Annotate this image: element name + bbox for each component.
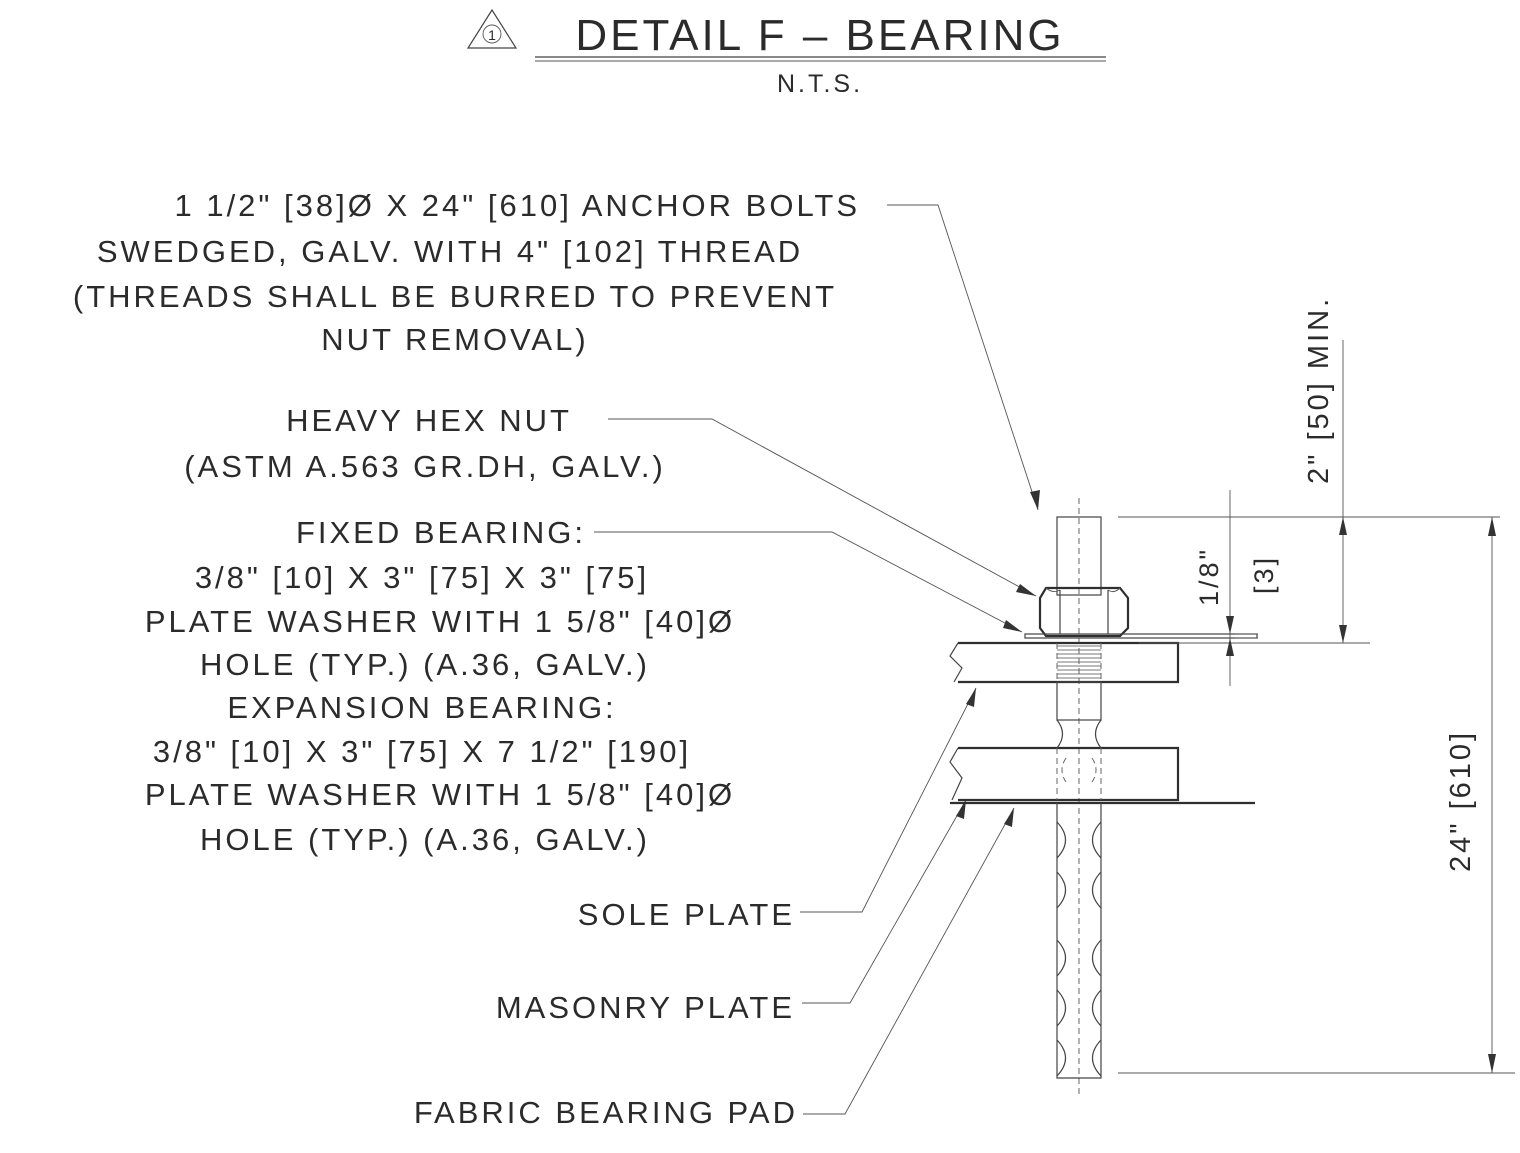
title-block: 1 DETAIL F – BEARING N.T.S. bbox=[466, 8, 1106, 98]
drawing-title: DETAIL F – BEARING bbox=[575, 11, 1064, 60]
anchor-bolts-line-4: NUT REMOVAL) bbox=[321, 322, 588, 357]
projection-dimension: 2" [50] MIN. bbox=[1303, 296, 1335, 484]
bearing-line-5: EXPANSION BEARING: bbox=[227, 690, 616, 725]
fabric-pad-leader bbox=[803, 807, 1015, 1115]
hex-nut-leader bbox=[608, 418, 1037, 597]
bearing-leader bbox=[594, 531, 1023, 633]
bolt-thread-mid bbox=[1056, 681, 1102, 721]
scale-note: N.T.S. bbox=[777, 70, 863, 98]
bearing-line-2: 3/8" [10] X 3" [75] X 3" [75] bbox=[195, 560, 649, 595]
sole-plate-label: SOLE PLATE bbox=[578, 897, 795, 932]
bearing-line-8: HOLE (TYP.) (A.36, GALV.) bbox=[200, 822, 650, 857]
hex-nut-callout: HEAVY HEX NUT (ASTM A.563 GR.DH, GALV.) bbox=[184, 403, 666, 484]
bearing-arrow-icon bbox=[1003, 620, 1022, 632]
masonry-plate-label: MASONRY PLATE bbox=[496, 990, 795, 1025]
anchor-bolts-line-3: (THREADS SHALL BE BURRED TO PREVENT bbox=[73, 279, 837, 314]
fabric-pad-label: FABRIC BEARING PAD bbox=[414, 1095, 798, 1130]
washer-dimension-inch: 1/8" bbox=[1194, 547, 1224, 606]
masonry-plate-leader bbox=[802, 799, 967, 1004]
revision-triangle-icon: 1 bbox=[466, 8, 518, 49]
hex-nut-arrow-icon bbox=[1016, 584, 1036, 596]
masonry-plate-arrow-icon bbox=[956, 800, 966, 819]
dimensions: 2" [50] MIN. 1/8" [3] 24" [610] bbox=[1118, 296, 1515, 1074]
fabric-pad-arrow-icon bbox=[1004, 808, 1014, 827]
masonry-plate bbox=[949, 746, 1180, 802]
bearing-assembly bbox=[949, 498, 1258, 1098]
anchor-bolts-arrow-icon bbox=[1030, 490, 1040, 510]
bolt-length-dimension: 24" [610] bbox=[1445, 730, 1477, 872]
sole-plate-arrow-icon bbox=[966, 688, 976, 707]
hex-nut-icon bbox=[1038, 586, 1130, 638]
bolt-thread-top bbox=[1056, 516, 1102, 596]
bearing-line-1: FIXED BEARING: bbox=[296, 515, 586, 550]
bearing-line-6: 3/8" [10] X 3" [75] X 7 1/2" [190] bbox=[153, 734, 691, 769]
revision-number: 1 bbox=[488, 27, 496, 43]
hex-nut-line-2: (ASTM A.563 GR.DH, GALV.) bbox=[184, 449, 666, 484]
bearing-line-7: PLATE WASHER WITH 1 5/8" [40]Ø bbox=[145, 777, 735, 812]
bearing-line-4: HOLE (TYP.) (A.36, GALV.) bbox=[200, 647, 650, 682]
anchor-bolts-line-2: SWEDGED, GALV. WITH 4" [102] THREAD bbox=[97, 234, 803, 269]
bearing-callout: FIXED BEARING: 3/8" [10] X 3" [75] X 3" … bbox=[145, 515, 735, 857]
washer-dimension-mm: [3] bbox=[1249, 555, 1279, 594]
anchor-bolts-callout: 1 1/2" [38]Ø X 24" [610] ANCHOR BOLTS SW… bbox=[73, 188, 860, 357]
leader-lines bbox=[594, 204, 1040, 1115]
sole-plate bbox=[949, 641, 1180, 684]
bearing-line-3: PLATE WASHER WITH 1 5/8" [40]Ø bbox=[145, 604, 735, 639]
plate-washer bbox=[1024, 633, 1258, 639]
sole-plate-leader bbox=[800, 687, 977, 913]
swedged-bolt-body bbox=[1056, 719, 1102, 1079]
anchor-bolts-line-1: 1 1/2" [38]Ø X 24" [610] ANCHOR BOLTS bbox=[174, 188, 860, 223]
hex-nut-line-1: HEAVY HEX NUT bbox=[286, 403, 572, 438]
anchor-bolts-leader bbox=[887, 204, 1039, 511]
